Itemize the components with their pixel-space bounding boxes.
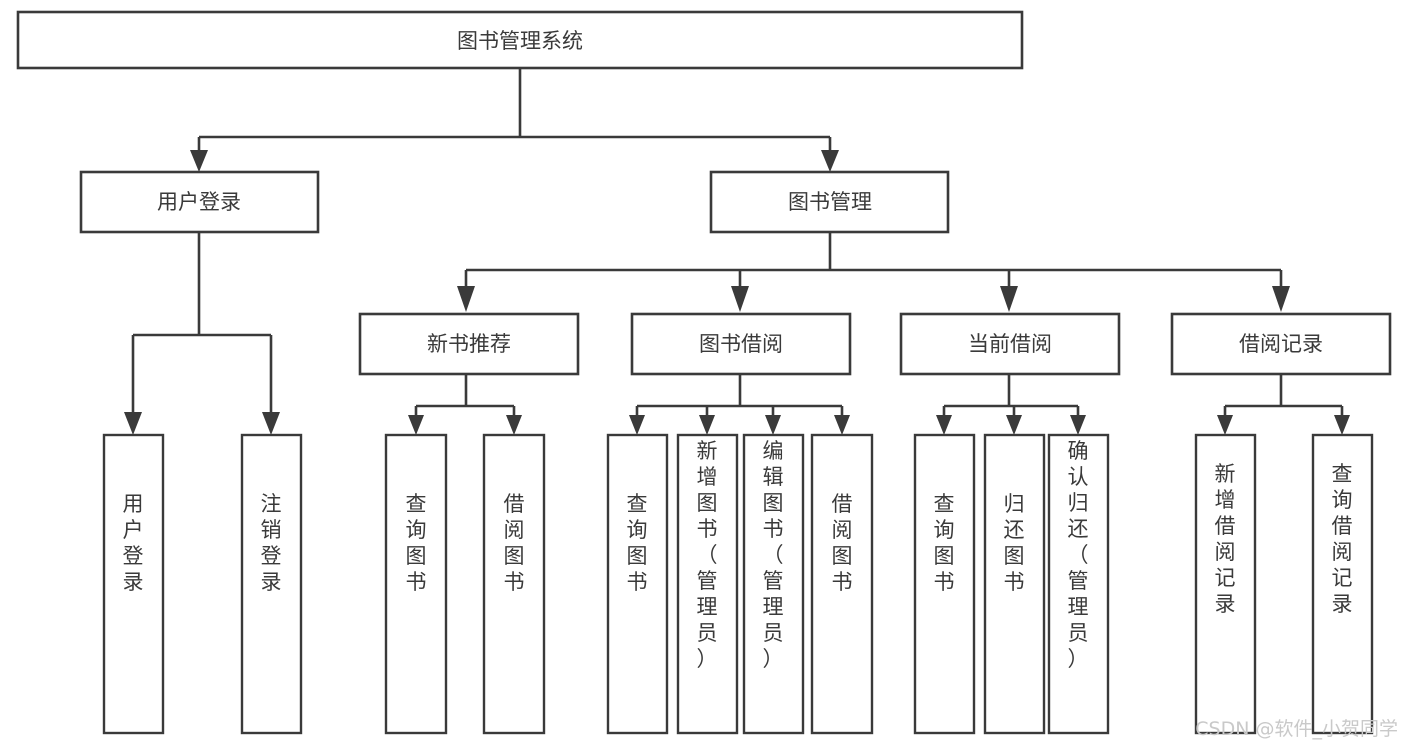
arrow-icon-bb-leaf-1: [629, 415, 645, 435]
node-box-leaf-cb-confirm-return[interactable]: [1047, 433, 1110, 735]
leaf-node-cb-confirm-return[interactable]: 确认归还（管理员）: [1047, 433, 1110, 735]
arrow-icon-to-leaf-user-login: [124, 412, 142, 435]
node-label-leaf-user-login: 用户登录: [123, 492, 144, 594]
arrow-icon-cb-leaf-1: [936, 415, 952, 435]
node-label-borrow-record: 借阅记录: [1239, 332, 1323, 356]
node-box-user-login[interactable]: [79, 170, 320, 234]
leaf-node-bb-borrow-book[interactable]: 借阅图书: [810, 433, 874, 735]
node-label-book-borrow: 图书借阅: [699, 332, 783, 356]
node-label-leaf-logout: 注销登录: [261, 492, 282, 594]
leaf-node-cb-query-book[interactable]: 查询图书: [913, 433, 976, 735]
leaf-node-bb-add-book[interactable]: 新增图书（管理员）: [676, 433, 739, 735]
node-label-new-book-recommend: 新书推荐: [427, 332, 511, 356]
node-box-leaf-bb-add-book[interactable]: [676, 433, 739, 735]
leaf-node-br-add-record[interactable]: 新增借阅记录: [1194, 433, 1257, 735]
node-box-leaf-user-login[interactable]: [102, 433, 165, 735]
leaf-node-bb-query-book[interactable]: 查询图书: [606, 433, 669, 735]
arrow-icon-to-book-borrow: [731, 286, 749, 312]
leaf-node-logout[interactable]: 注销登录: [240, 433, 303, 735]
node-box-borrow-record[interactable]: [1170, 312, 1392, 376]
arrow-icon-bb-leaf-2: [699, 415, 715, 435]
arrow-icon-to-leaf-logout: [262, 412, 280, 435]
node-label-book-manage: 图书管理: [788, 190, 872, 214]
node-label-leaf-bb-edit-book: 编辑图书（管理员）: [763, 439, 784, 671]
node-box-leaf-logout[interactable]: [240, 433, 303, 735]
node-box-leaf-cb-query-book[interactable]: [913, 433, 976, 735]
node-book-manage[interactable]: 图书管理: [709, 170, 950, 234]
arrow-icon-cb-leaf-3: [1070, 415, 1086, 435]
arrow-icon-nb-leaf-2: [506, 415, 522, 435]
node-label-leaf-nb-borrow-book: 借阅图书: [504, 492, 525, 594]
leaf-node-bb-edit-book[interactable]: 编辑图书（管理员）: [742, 433, 805, 735]
node-box-leaf-bb-borrow-book[interactable]: [810, 433, 874, 735]
node-box-book-borrow[interactable]: [630, 312, 852, 376]
node-label-leaf-cb-confirm-return: 确认归还（管理员）: [1068, 439, 1089, 671]
node-box-leaf-nb-borrow-book[interactable]: [482, 433, 546, 735]
watermark-label: CSDN @软件_小贺同学: [1195, 718, 1398, 740]
node-label-leaf-bb-add-book: 新增图书（管理员）: [697, 439, 718, 671]
node-box-leaf-cb-return-book[interactable]: [983, 433, 1046, 735]
arrow-icon-br-leaf-1: [1217, 415, 1233, 435]
arrow-icon-nb-leaf-1: [408, 415, 424, 435]
arrow-icon-bb-leaf-3: [765, 415, 781, 435]
node-new-book-recommend[interactable]: 新书推荐: [358, 312, 580, 376]
node-borrow-record[interactable]: 借阅记录: [1170, 312, 1392, 376]
node-box-leaf-br-add-record[interactable]: [1194, 433, 1257, 735]
leaf-node-user-login-action[interactable]: 用户登录: [102, 433, 165, 735]
node-label-user-login: 用户登录: [157, 190, 241, 214]
node-box-new-book-recommend[interactable]: [358, 312, 580, 376]
arrow-icon-to-new-book: [457, 286, 475, 312]
node-label-leaf-br-query-record: 查询借阅记录: [1332, 462, 1353, 616]
node-label-root: 图书管理系统: [457, 29, 583, 53]
node-label-leaf-bb-borrow-book: 借阅图书: [832, 492, 853, 594]
node-box-current-borrow[interactable]: [899, 312, 1121, 376]
node-label-leaf-cb-query-book: 查询图书: [934, 492, 955, 594]
node-box-root[interactable]: [16, 10, 1024, 70]
node-box-leaf-bb-edit-book[interactable]: [742, 433, 805, 735]
arrowheads-layer: [124, 150, 1350, 435]
node-current-borrow[interactable]: 当前借阅: [899, 312, 1121, 376]
node-book-borrow[interactable]: 图书借阅: [630, 312, 852, 376]
arrow-icon-to-current-borrow: [1000, 286, 1018, 312]
leaf-node-br-query-record[interactable]: 查询借阅记录: [1311, 433, 1374, 735]
node-label-leaf-cb-return-book: 归还图书: [1004, 492, 1025, 594]
leaf-node-nb-borrow-book[interactable]: 借阅图书: [482, 433, 546, 735]
arrow-icon-to-book-manage: [821, 150, 839, 172]
node-label-leaf-br-add-record: 新增借阅记录: [1215, 462, 1236, 616]
leaf-node-nb-query-book[interactable]: 查询图书: [384, 433, 448, 735]
node-box-leaf-bb-query-book[interactable]: [606, 433, 669, 735]
arrow-icon-cb-leaf-2: [1006, 415, 1022, 435]
leaf-node-cb-return-book[interactable]: 归还图书: [983, 433, 1046, 735]
node-root-system[interactable]: 图书管理系统: [16, 10, 1024, 70]
node-label-leaf-nb-query-book: 查询图书: [406, 492, 427, 594]
node-label-leaf-bb-query-book: 查询图书: [627, 492, 648, 594]
node-box-book-manage[interactable]: [709, 170, 950, 234]
arrow-icon-br-leaf-2: [1334, 415, 1350, 435]
arrow-icon-to-user-login: [190, 150, 208, 172]
arrow-icon-bb-leaf-4: [834, 415, 850, 435]
node-box-leaf-br-query-record[interactable]: [1311, 433, 1374, 735]
arrow-icon-to-borrow-record: [1272, 286, 1290, 312]
node-user-login[interactable]: 用户登录: [79, 170, 320, 234]
node-label-current-borrow: 当前借阅: [968, 332, 1052, 356]
node-box-leaf-nb-query-book[interactable]: [384, 433, 448, 735]
